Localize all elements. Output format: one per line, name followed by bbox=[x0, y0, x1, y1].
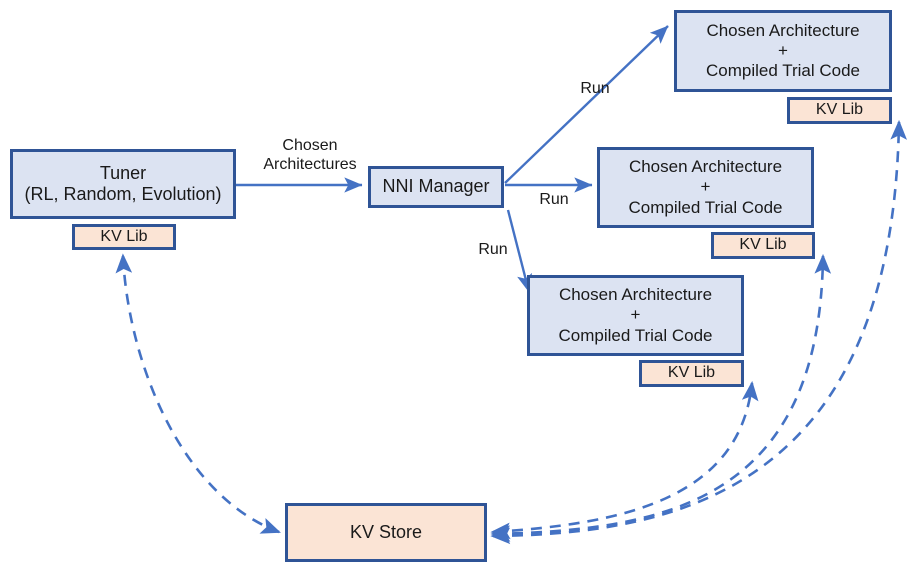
edge-label-run-top: Run bbox=[580, 80, 610, 97]
node-trial-bottom[interactable]: Chosen Architecture + Compiled Trial Cod… bbox=[527, 275, 744, 356]
node-trial-top[interactable]: Chosen Architecture + Compiled Trial Cod… bbox=[674, 10, 892, 92]
node-trial-top-kv-lib[interactable]: KV Lib bbox=[787, 97, 892, 124]
node-tuner-kv-lib[interactable]: KV Lib bbox=[72, 224, 176, 250]
edge-kv-store-to-trial-top-kvlib bbox=[490, 119, 908, 545]
node-kv-store[interactable]: KV Store bbox=[285, 503, 487, 562]
edge-label-run-bottom: Run bbox=[478, 241, 508, 258]
node-tuner[interactable]: Tuner (RL, Random, Evolution) bbox=[10, 149, 236, 219]
edge-tuner-kvlib-to-kv-store bbox=[115, 253, 281, 534]
edge-label-run-middle: Run bbox=[539, 191, 569, 208]
node-trial-bottom-kv-lib[interactable]: KV Lib bbox=[639, 360, 744, 387]
edge-label-chosen-architectures: Chosen Architectures bbox=[263, 137, 357, 174]
node-trial-middle-kv-lib[interactable]: KV Lib bbox=[711, 232, 815, 259]
node-nni-manager[interactable]: NNI Manager bbox=[368, 166, 504, 208]
edge-kv-store-to-trial-bottom-kvlib bbox=[490, 380, 759, 540]
node-trial-middle[interactable]: Chosen Architecture + Compiled Trial Cod… bbox=[597, 147, 814, 228]
